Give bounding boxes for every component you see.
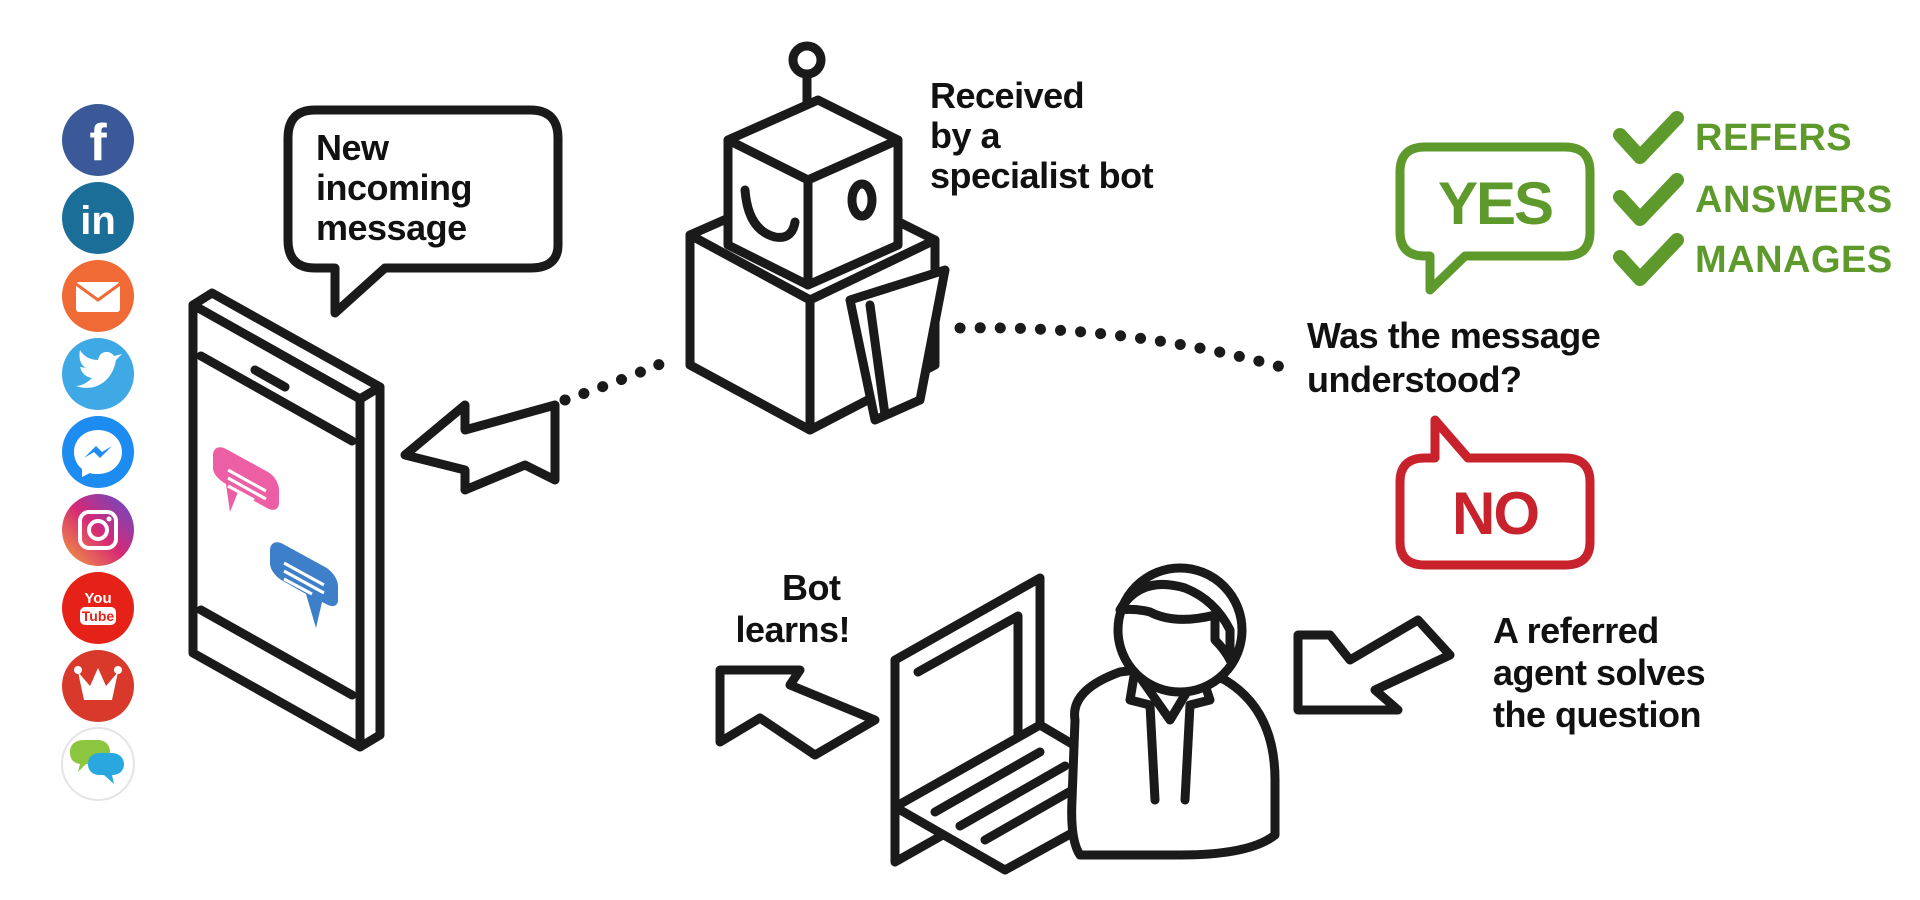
bot-learns-label: Bot learns! (735, 567, 850, 650)
check-icon (1613, 111, 1684, 164)
linkedin-icon[interactable]: in (62, 182, 134, 254)
outcome-list: REFERS ANSWERS MANAGES (1613, 111, 1893, 286)
arrow-to-agent-icon (1293, 615, 1455, 715)
question-label: Was the message understood? (1307, 315, 1610, 400)
svg-text:in: in (80, 199, 116, 243)
arrow-to-bot-icon (400, 400, 560, 495)
new-message-bubble: New incoming message (283, 105, 563, 318)
robot-icon (685, 41, 950, 435)
outcome-answers: ANSWERS (1695, 179, 1893, 221)
svg-text:You: You (84, 590, 111, 607)
dotted-connector-right (954, 322, 1291, 374)
yes-label: YES (1438, 170, 1552, 237)
received-label: Received by a specialist bot (930, 75, 1154, 196)
email-icon[interactable] (62, 260, 134, 332)
smartphone-icon (188, 288, 385, 752)
jester-icon[interactable] (62, 650, 134, 722)
yes-bubble: YES (1395, 142, 1595, 295)
agent-person-icon (1067, 563, 1280, 860)
svg-text:f: f (89, 114, 107, 172)
twitter-icon[interactable] (62, 338, 134, 410)
chat-bubble-blue-icon (270, 542, 338, 628)
outcome-refers: REFERS (1695, 117, 1852, 159)
instagram-icon[interactable] (62, 494, 134, 566)
dotted-connector-left (559, 354, 676, 406)
check-icon (1613, 173, 1684, 226)
social-sidebar: f in (61, 104, 135, 801)
new-message-label: New incoming message (316, 127, 482, 248)
youtube-icon[interactable]: You Tube (62, 572, 134, 644)
check-icon (1613, 233, 1684, 286)
no-bubble: NO (1395, 415, 1595, 570)
chat-bubbles-icon[interactable] (61, 727, 135, 801)
outcome-manages: MANAGES (1695, 239, 1893, 281)
messenger-icon[interactable] (62, 416, 134, 488)
no-label: NO (1452, 480, 1538, 547)
arrow-to-bot-learns-icon (715, 665, 880, 760)
chat-bubble-pink-icon (213, 447, 279, 512)
facebook-icon[interactable]: f (62, 104, 134, 176)
svg-text:Tube: Tube (82, 608, 115, 624)
agent-label: A referred agent solves the question (1493, 610, 1715, 735)
